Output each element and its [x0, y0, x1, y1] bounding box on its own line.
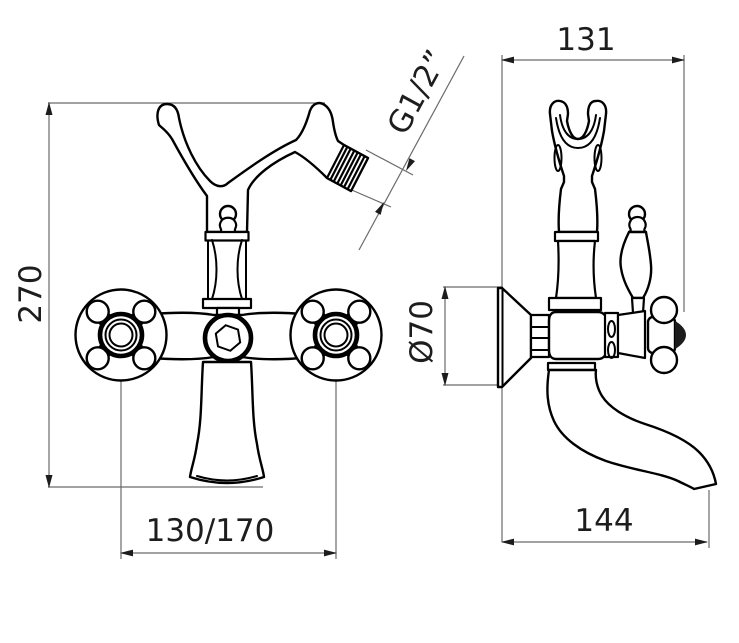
diverter-cap [675, 321, 686, 349]
overall-height-label: 270 [13, 264, 49, 323]
dim-flange-diameter: Ø70 [404, 286, 503, 386]
wall-flange-cone [496, 286, 533, 389]
side-view: 131 Ø70 144 [404, 22, 718, 548]
top-depth-label: 131 [556, 22, 615, 58]
inlet-centers-label: 130/170 [146, 513, 275, 549]
spout-side [546, 361, 718, 491]
faucet-body-side [547, 310, 609, 361]
diverter-assembly [603, 295, 686, 375]
flange-diameter-label: Ø70 [404, 300, 440, 364]
spout-reach-label: 144 [574, 503, 633, 539]
spout-front [188, 360, 266, 485]
central-boss [202, 312, 254, 364]
eccentric-connector [529, 313, 551, 359]
thread-section [325, 143, 370, 193]
left-handle [74, 288, 168, 382]
dim-overall-height: 270 [13, 102, 325, 488]
front-view: 270 130/170 G1/2” [13, 44, 465, 559]
diverter-column-front [201, 204, 253, 319]
right-handle [289, 288, 383, 382]
shower-fork-front [156, 101, 370, 234]
dim-inlet-centers: 130/170 [120, 378, 337, 559]
dim-spout-reach: 144 [501, 490, 710, 548]
dim-top-depth: 131 [501, 22, 685, 312]
lever-handle [619, 204, 653, 315]
thread-hatching [329, 146, 366, 190]
dim-thread-size: G1/2” [330, 44, 465, 251]
shower-fork-side [547, 99, 608, 312]
